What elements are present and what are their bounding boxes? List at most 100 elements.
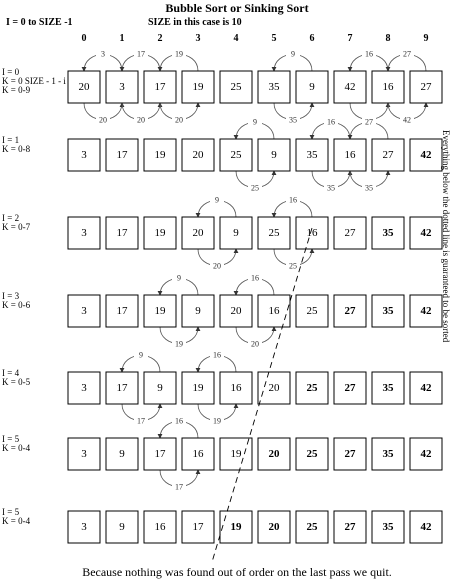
array-cell	[67, 216, 101, 250]
array-cell	[105, 510, 139, 544]
array-cell	[219, 70, 253, 104]
swap-arrow-label: 25	[289, 262, 297, 271]
column-index: 5	[272, 33, 277, 44]
arrow-label-bg	[172, 482, 186, 491]
array-cell	[181, 437, 215, 471]
swap-arrow-label: 19	[213, 417, 221, 426]
array-cell	[257, 138, 291, 172]
arrow-label-bg	[172, 49, 186, 58]
array-cell	[371, 294, 405, 328]
array-cell	[67, 138, 101, 172]
cell-value: 20	[231, 305, 243, 317]
swap-arrow-label: 9	[215, 196, 219, 205]
array-cell	[143, 294, 177, 328]
cell-value: 25	[307, 448, 319, 460]
cell-value: 19	[155, 305, 167, 317]
cell-value: 35	[383, 521, 395, 533]
cell-value: 35	[383, 227, 395, 239]
column-index: 7	[348, 33, 353, 44]
cell-value: 16	[383, 81, 395, 93]
row-label: K = 0-8	[2, 144, 31, 154]
cell-value: 19	[155, 149, 167, 161]
swap-arrow-label: 42	[403, 116, 411, 125]
array-cell	[105, 216, 139, 250]
cell-value: 25	[307, 382, 319, 394]
arrow-label-bg	[400, 49, 414, 58]
array-cell	[257, 510, 291, 544]
cell-value: 27	[345, 521, 357, 533]
swap-arrow-label: 27	[403, 50, 411, 59]
swap-arrow-label: 17	[137, 417, 145, 426]
array-cell	[333, 216, 367, 250]
cell-value: 27	[383, 149, 395, 161]
row-label: I = 5	[2, 507, 20, 517]
cell-value: 9	[119, 448, 125, 460]
row-label: I = 4	[2, 368, 20, 378]
column-index: 2	[158, 33, 163, 44]
swap-arrow-label: 19	[175, 340, 183, 349]
array-cell	[333, 294, 367, 328]
array-cell	[333, 70, 367, 104]
row-label: I = 1	[2, 135, 19, 145]
arrow-label-bg	[286, 49, 300, 58]
row-label: K = 0 SIZE - 1 - i	[2, 76, 66, 86]
cell-value: 16	[307, 227, 319, 239]
array-cell	[105, 437, 139, 471]
arrow-label-bg	[210, 416, 224, 425]
array-cell	[105, 371, 139, 405]
swap-arrow-label: 9	[139, 351, 143, 360]
cell-value: 17	[155, 448, 167, 460]
arrow-label-bg	[96, 49, 110, 58]
cell-value: 35	[383, 305, 395, 317]
arrow-label-bg	[172, 115, 186, 124]
array-cell	[67, 294, 101, 328]
arrow-label-bg	[248, 273, 262, 282]
cell-value: 17	[117, 382, 129, 394]
cell-value: 3	[81, 227, 87, 239]
cell-value: 9	[271, 149, 277, 161]
array-cell	[371, 510, 405, 544]
array-cell	[371, 70, 405, 104]
array-cell	[409, 70, 443, 104]
cell-value: 17	[155, 81, 167, 93]
arrow-label-bg	[134, 416, 148, 425]
array-cell	[105, 70, 139, 104]
arrow-label-bg	[96, 115, 110, 124]
column-index: 3	[196, 33, 201, 44]
arrow-label-bg	[210, 261, 224, 270]
row-label: K = 0-6	[2, 300, 31, 310]
cell-value: 3	[81, 448, 87, 460]
cell-value: 3	[81, 305, 87, 317]
cell-value: 27	[345, 227, 357, 239]
array-cell	[181, 371, 215, 405]
array-cell	[333, 437, 367, 471]
cell-value: 17	[117, 227, 129, 239]
cell-value: 20	[269, 521, 281, 533]
cell-value: 16	[155, 521, 167, 533]
swap-arrow-label: 20	[175, 116, 183, 125]
array-cell	[105, 138, 139, 172]
cell-value: 27	[345, 382, 357, 394]
arrow-label-bg	[362, 183, 376, 192]
column-index: 1	[120, 33, 125, 44]
array-cell	[295, 70, 329, 104]
cell-value: 25	[269, 227, 281, 239]
cell-value: 17	[193, 521, 205, 533]
cell-value: 9	[233, 227, 239, 239]
cell-value: 9	[309, 81, 315, 93]
array-cell	[181, 216, 215, 250]
array-cell	[181, 138, 215, 172]
swap-arrow-label: 20	[213, 262, 221, 271]
array-cell	[257, 437, 291, 471]
cell-value: 42	[421, 227, 433, 239]
swap-arrow-label: 16	[251, 274, 259, 283]
array-cell	[143, 371, 177, 405]
column-index: 4	[234, 33, 239, 44]
swap-arrow-label: 20	[137, 116, 145, 125]
cell-value: 35	[269, 81, 281, 93]
